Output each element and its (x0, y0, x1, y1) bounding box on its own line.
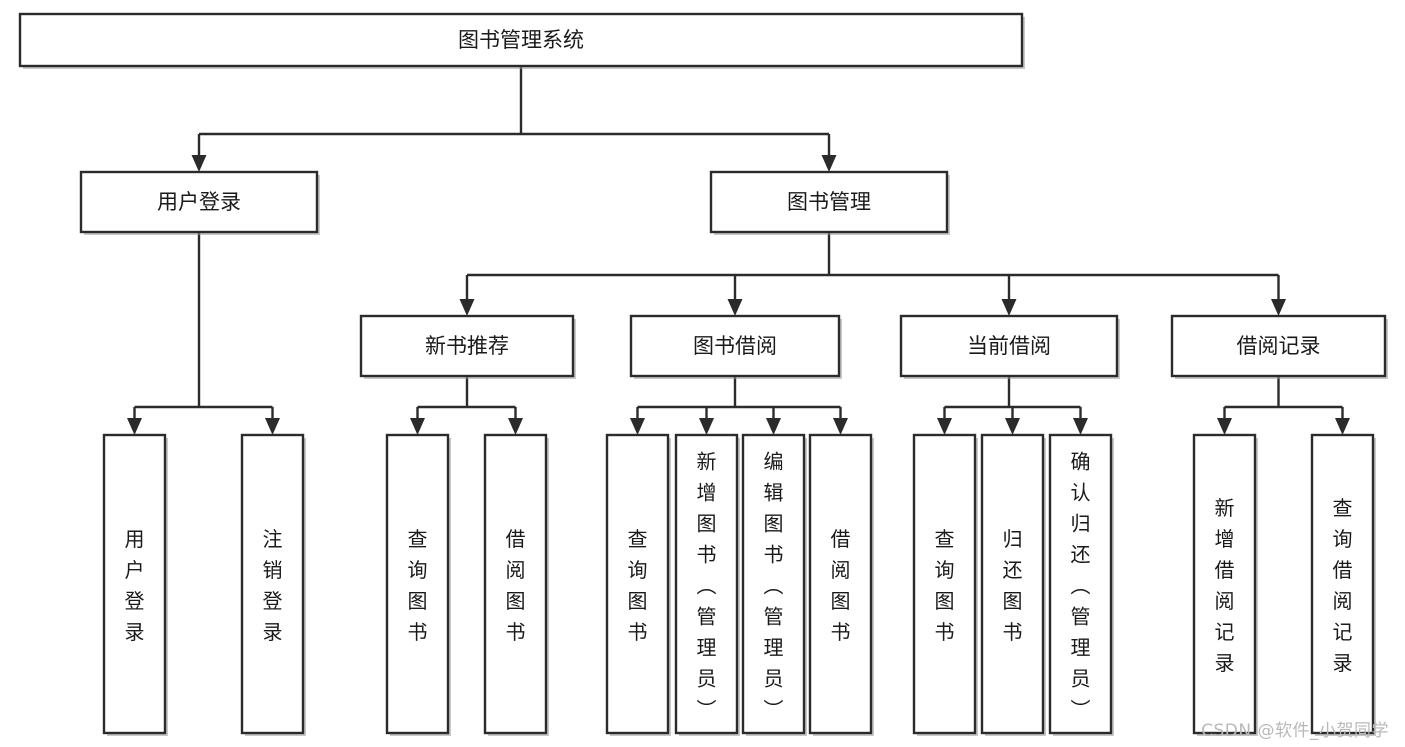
node-leaf-add-book-admin[interactable]: 新增图书︵管理员︶ (674, 433, 740, 736)
node-leaf-query-borrow-record[interactable]: 查询借阅记录 (1310, 433, 1376, 736)
node-leaf-add-borrow-record[interactable]: 新增借阅记录 (1192, 433, 1258, 736)
node-label: 图书管理 (787, 190, 871, 214)
node-label: 借阅图书 (506, 527, 526, 644)
node-leaf-confirm-return-admin[interactable]: 确认归还︵管理员︶ (1048, 433, 1114, 736)
node-leaf-query-book-rec[interactable]: 查询图书 (385, 433, 451, 736)
node-current-borrow[interactable]: 当前借阅 (899, 314, 1120, 379)
connector-layer (127, 66, 1350, 435)
node-leaf-logout-login[interactable]: 注销登录 (240, 433, 306, 736)
node-leaf-return-book[interactable]: 归还图书 (980, 433, 1046, 736)
node-leaf-edit-book-admin[interactable]: 编辑图书︵管理员︶ (741, 433, 807, 736)
arrowhead-icon (508, 418, 523, 435)
node-label: 查询图书 (408, 527, 428, 644)
arrowhead-icon (1335, 418, 1350, 435)
node-leaf-borrow-book-rec[interactable]: 借阅图书 (483, 433, 549, 736)
node-root[interactable]: 图书管理系统 (18, 12, 1025, 69)
node-label: 新增借阅记录 (1215, 496, 1235, 675)
arrowhead-icon (630, 418, 645, 435)
arrowhead-icon (833, 418, 848, 435)
node-layer: 图书管理系统用户登录图书管理新书推荐图书借阅当前借阅借阅记录用户登录注销登录查询… (18, 12, 1388, 736)
node-label: 图书管理系统 (458, 28, 584, 52)
node-label: 图书借阅 (693, 334, 777, 358)
node-label: 注销登录 (263, 527, 283, 644)
arrowhead-icon (1217, 418, 1232, 435)
node-label: 用户登录 (157, 190, 241, 214)
node-label: 归还图书 (1003, 527, 1023, 644)
arrowhead-icon (1001, 299, 1017, 316)
arrowhead-icon (821, 155, 837, 172)
arrowhead-icon (937, 418, 952, 435)
arrowhead-icon (766, 418, 781, 435)
arrowhead-icon (1073, 418, 1088, 435)
node-label: 借阅图书 (831, 527, 851, 644)
arrowhead-icon (1005, 418, 1020, 435)
node-label: 新增图书︵管理员︶ (697, 450, 717, 722)
node-label: 新书推荐 (425, 334, 509, 358)
node-label: 确认归还︵管理员︶ (1071, 450, 1091, 722)
node-leaf-query-book-current[interactable]: 查询图书 (912, 433, 978, 736)
arrowhead-icon (265, 418, 280, 435)
arrowhead-icon (727, 299, 743, 316)
node-label: 当前借阅 (967, 334, 1051, 358)
node-label: 编辑图书︵管理员︶ (764, 450, 784, 722)
arrowhead-icon (699, 418, 714, 435)
node-label: 查询图书 (628, 527, 648, 644)
node-user-login[interactable]: 用户登录 (79, 170, 320, 235)
arrowhead-icon (191, 155, 207, 172)
node-leaf-query-book-borrow[interactable]: 查询图书 (605, 433, 671, 736)
arrowhead-icon (1271, 299, 1286, 316)
node-label: 查询借阅记录 (1333, 496, 1353, 675)
node-new-book-recommendation[interactable]: 新书推荐 (359, 314, 576, 379)
node-leaf-borrow-book[interactable]: 借阅图书 (808, 433, 874, 736)
arrowhead-icon (459, 299, 475, 316)
node-label: 用户登录 (125, 527, 145, 644)
node-label: 查询图书 (935, 527, 955, 644)
arrowhead-icon (410, 418, 425, 435)
node-leaf-user-login[interactable]: 用户登录 (102, 433, 168, 736)
node-label: 借阅记录 (1237, 334, 1321, 358)
node-book-management[interactable]: 图书管理 (709, 170, 950, 235)
node-borrow-record[interactable]: 借阅记录 (1170, 314, 1388, 379)
arrowhead-icon (127, 418, 142, 435)
node-book-borrow[interactable]: 图书借阅 (629, 314, 842, 379)
